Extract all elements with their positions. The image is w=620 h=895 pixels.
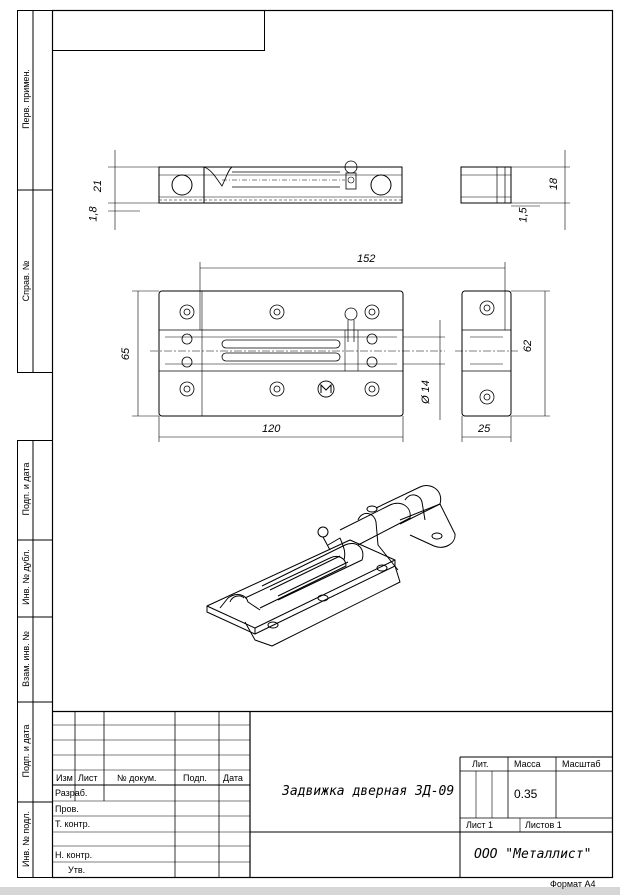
tb-col-list: Лист — [78, 773, 98, 783]
dim-25: 25 — [478, 423, 491, 435]
tb-drawing-name: Задвижка дверная ЗД-09 — [282, 784, 455, 799]
left-strip-lower — [17, 440, 53, 878]
front-view-dimensions — [132, 262, 550, 442]
dim-d14: Ø 14 — [419, 380, 432, 404]
tb-listov-label: Листов 1 — [525, 820, 562, 830]
dim-152: 152 — [357, 253, 376, 265]
label-inv-podl: Инв. № подл. — [21, 810, 31, 868]
tb-company: ООО "Металлист" — [474, 847, 592, 862]
tb-masshtab-label: Масштаб — [562, 759, 601, 769]
tb-col-podp: Подп. — [183, 773, 207, 783]
label-podp-data-1: Подп. и дата — [21, 462, 31, 516]
tb-massa-value: 0.35 — [514, 787, 538, 801]
front-view-main — [150, 290, 445, 417]
title-block-grid — [52, 710, 613, 878]
label-vzam-inv: Взам. инв. № — [21, 631, 31, 687]
dim-1-5: 1,5 — [517, 207, 530, 223]
tb-col-no-dokum: № докум. — [117, 773, 157, 783]
tb-list-label: Лист 1 — [466, 820, 494, 830]
tb-col-izm: Изм — [56, 773, 73, 783]
side-view-main — [158, 160, 403, 204]
side-view-dimensions — [108, 150, 570, 230]
tb-row-t-kontr: Т. контр. — [55, 819, 91, 829]
tb-row-razrab: Разраб. — [55, 788, 88, 798]
label-perv-primen: Перв. примен. — [21, 69, 31, 129]
tb-row-utv: Утв. — [68, 865, 86, 875]
tb-row-n-kontr: Н. контр. — [55, 850, 93, 860]
dim-62: 62 — [522, 339, 535, 353]
dim-1-8: 1,8 — [87, 206, 100, 222]
tb-lit-label: Лит. — [472, 759, 489, 769]
tb-row-prov: Пров. — [55, 804, 79, 814]
tb-col-data: Дата — [223, 773, 243, 783]
label-podp-data-2: Подп. и дата — [21, 724, 31, 778]
dim-21: 21 — [92, 179, 105, 193]
dim-65: 65 — [120, 347, 133, 361]
label-sprav-no: Справ. № — [21, 260, 31, 302]
isometric-view — [206, 485, 456, 647]
side-view-end — [460, 166, 512, 204]
front-view-end — [455, 290, 518, 417]
tb-massa-label: Масса — [514, 759, 541, 769]
dim-18: 18 — [548, 177, 561, 191]
dim-120: 120 — [262, 423, 281, 435]
tb-format: Формат А4 — [550, 879, 596, 889]
left-strip-upper — [17, 10, 53, 373]
